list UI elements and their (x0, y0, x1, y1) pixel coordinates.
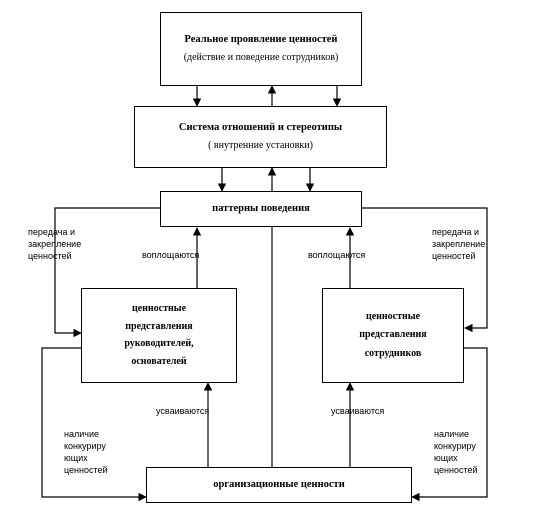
transfer-label-left: передача и закрепление ценностей (28, 226, 81, 262)
leaders-values-line: руководителей, (124, 338, 194, 349)
system-attitudes-box: Система отношений и стереотипы ( внутрен… (134, 106, 387, 168)
transfer-label-line: ценностей (28, 251, 72, 262)
compete-label-left: наличие конкуриру ющих ценностей (64, 428, 108, 477)
compete-label-line: ющих (64, 453, 88, 464)
org-values-title: организационные ценности (213, 479, 345, 491)
compete-label-right: наличие конкуриру ющих ценностей (434, 428, 478, 477)
compete-label-line: конкуриру (64, 441, 106, 452)
arrow-compete-right (411, 347, 488, 502)
real-values-title: Реальное проявление ценностей (184, 34, 338, 46)
transfer-label-line: передача и (432, 227, 479, 237)
real-values-subtitle: (действие и поведение сотрудников) (183, 52, 339, 64)
assimilate-label-left: усваиваются (156, 406, 210, 416)
embody-label-right: воплощаются (308, 250, 366, 260)
embody-label-left: воплощаются (142, 250, 200, 260)
employees-values-line: сотрудников (364, 347, 422, 359)
arrow-transfer-left (54, 207, 160, 338)
assimilate-label-right: усваиваются (331, 406, 385, 416)
system-attitudes-title: Система отношений и стереотипы (178, 122, 343, 134)
employees-values-line: представления (359, 329, 427, 341)
leaders-values-line: ценностные (131, 303, 187, 314)
transfer-label-line: закрепление (28, 239, 82, 250)
employees-values-line: ценностные (365, 310, 421, 322)
system-attitudes-subtitle: ( внутренние установки) (208, 140, 313, 152)
transfer-label-right: передача и закрепление ценностей (432, 226, 485, 262)
transfer-label-line: ценностей (432, 251, 476, 262)
compete-label-line: конкуриру (434, 441, 476, 452)
behavior-patterns-box: паттерны поведения (160, 191, 362, 227)
real-values-box: Реальное проявление ценностей (действие … (160, 12, 362, 86)
behavior-patterns-title: паттерны поведения (212, 203, 310, 215)
leaders-values-box: ценностные представления руководителей, … (81, 288, 237, 383)
leaders-values-line: представления (125, 320, 193, 332)
compete-label-line: ценностей (64, 465, 108, 476)
org-values-box: организационные ценности (146, 467, 412, 503)
compete-label-line: ющих (434, 453, 458, 464)
leaders-values-line: основателей (131, 355, 187, 367)
employees-values-box: ценностные представления сотрудников (322, 288, 464, 383)
arrow-compete-left (41, 347, 147, 502)
compete-label-line: наличие (64, 429, 99, 439)
compete-label-line: ценностей (434, 465, 478, 476)
arrow-transfer-right (362, 207, 488, 333)
compete-label-line: наличие (434, 429, 469, 439)
transfer-label-line: передача и (28, 227, 75, 237)
transfer-label-line: закрепление (432, 239, 486, 250)
